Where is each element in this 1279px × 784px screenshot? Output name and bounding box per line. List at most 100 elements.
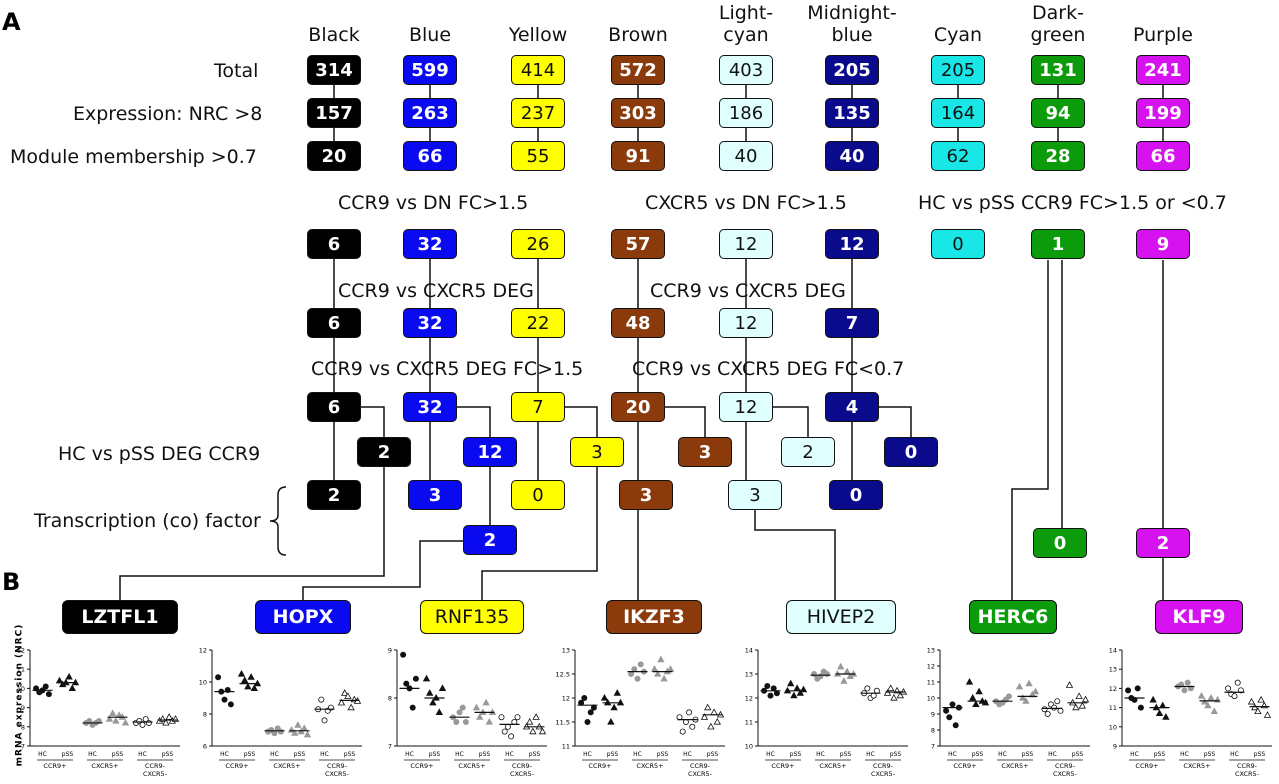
data-point [165, 713, 173, 720]
sub-label: pSS [344, 751, 356, 758]
data-point [1054, 698, 1061, 705]
data-point [793, 684, 801, 691]
data-point [981, 698, 990, 706]
data-point [1031, 687, 1040, 695]
data-point [453, 719, 460, 726]
module-header-line-2: Yellow [508, 24, 568, 46]
count-box-membership-darkgreen: 28 [1031, 141, 1085, 171]
data-point [341, 689, 349, 696]
data-point [438, 684, 447, 691]
data-point [482, 698, 490, 706]
count-box-expression-brown: 303 [611, 98, 665, 128]
y-tick-label: 12 [927, 663, 935, 671]
count-box-degfc-brown: 20 [611, 392, 665, 422]
sub-label: pSS [707, 751, 719, 758]
data-point [459, 704, 466, 711]
panel-label-a: A [2, 8, 21, 36]
count-box-membership-yellow: 55 [511, 141, 565, 171]
y-tick-label: 8 [21, 723, 25, 731]
data-point [1019, 693, 1027, 701]
data-point [1197, 692, 1206, 699]
data-point [767, 692, 774, 699]
row-label-total: Total [214, 60, 259, 82]
data-point [68, 684, 76, 691]
data-point [241, 676, 249, 683]
data-point [227, 701, 234, 708]
gene-label-hopx: HOPX [255, 600, 351, 634]
y-tick-label: 11 [927, 679, 935, 687]
sub-label: HC [405, 751, 414, 758]
data-point [485, 717, 493, 725]
gene-label-ikzf3: IKZF3 [606, 600, 702, 634]
data-point [896, 691, 904, 699]
count-box-total-darkgreen: 131 [1031, 55, 1085, 85]
module-header-midnightblue: Midnight-blue [797, 2, 907, 46]
sub-label: pSS [1154, 751, 1166, 758]
data-point [86, 718, 93, 725]
sub-label: pSS [479, 751, 491, 758]
row-label-hc-pss-deg: HC vs pSS DEG CCR9 [58, 443, 261, 465]
data-point [890, 693, 898, 701]
y-tick-label: 14 [1109, 647, 1117, 655]
data-point [501, 728, 508, 735]
data-point [318, 696, 325, 703]
count-box-fc-blue: 32 [403, 229, 457, 259]
data-point [1210, 707, 1218, 715]
data-point [250, 684, 258, 691]
module-header-yellow: Yellow [483, 2, 593, 46]
data-point [409, 704, 416, 711]
y-tick-label: 10 [199, 679, 207, 687]
count-box-degfc-black: 6 [307, 392, 361, 422]
count-box-deg-blue: 32 [403, 308, 457, 338]
data-point [1125, 687, 1132, 694]
sub-label: HC [1230, 751, 1239, 758]
sub-label: HC [766, 751, 775, 758]
group-label: CXCR5+ [636, 762, 663, 770]
group-label: CXCR5+ [819, 762, 846, 770]
data-point [344, 692, 352, 699]
group-label: CCR9+ [771, 762, 794, 770]
data-point [1178, 681, 1185, 688]
count-box-fc-black: 6 [307, 229, 361, 259]
module-header-line-2: blue [831, 24, 873, 46]
count-box-tf-midnightblue: 0 [829, 480, 883, 510]
count-box-fc-cyan: 0 [931, 229, 985, 259]
group-label: CCR9+ [1135, 762, 1158, 770]
data-point [1075, 692, 1083, 699]
group-label: CCR9+ [225, 762, 248, 770]
count-box-degfc-lightcyan: 12 [719, 392, 773, 422]
data-point [607, 717, 615, 725]
group-label: CCR9- [1237, 762, 1258, 770]
module-header-darkgreen: Dark-green [1003, 2, 1113, 46]
data-point [1254, 707, 1262, 715]
data-point [1134, 685, 1141, 692]
count-box-hcpss-lightcyan: 2 [781, 437, 835, 467]
y-tick-label: 12 [562, 695, 570, 703]
sub-label: HC [948, 751, 957, 758]
data-point [975, 687, 983, 695]
count-box-membership-black: 20 [307, 141, 361, 171]
data-point [221, 696, 228, 703]
module-header-cyan: Cyan [903, 2, 1013, 46]
module-header-line-2: Purple [1132, 24, 1193, 46]
data-point [508, 733, 515, 740]
data-point [654, 669, 662, 677]
count-box-deg-brown: 48 [611, 308, 665, 338]
data-point [883, 689, 892, 696]
count-box-fc-yellow: 26 [511, 229, 565, 259]
count-box-fc-midnightblue: 12 [825, 229, 879, 259]
count-box-membership-purple: 66 [1136, 141, 1190, 171]
count-box-total-cyan: 205 [931, 55, 985, 85]
sub-label: HC [1180, 751, 1189, 758]
sub-label: HC [1130, 751, 1139, 758]
row-label-deg-2: CCR9 vs CXCR5 DEG [650, 280, 846, 302]
module-header-line-1 [279, 2, 389, 24]
data-point [1131, 696, 1138, 703]
data-point [1155, 709, 1164, 716]
data-point [498, 714, 505, 721]
data-point [456, 709, 463, 716]
data-point [529, 727, 537, 735]
data-point [435, 708, 443, 715]
